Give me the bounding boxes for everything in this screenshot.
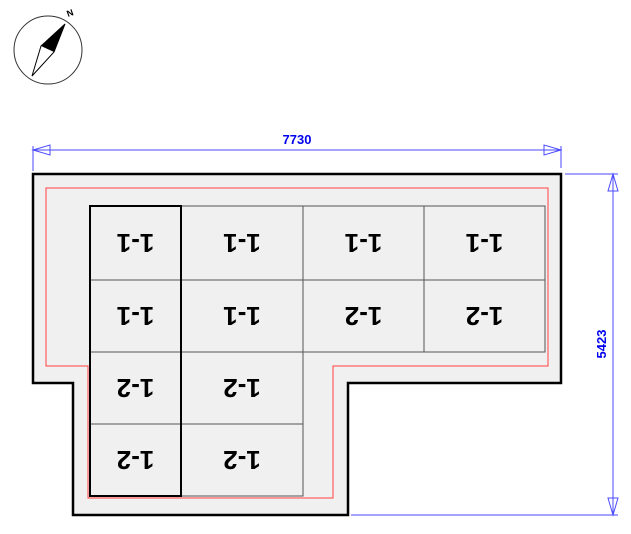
panel-label: 1-1 — [223, 301, 261, 331]
solar-panel — [180, 205, 304, 281]
panel-label: 1-1 — [345, 228, 383, 258]
solar-panel — [423, 279, 546, 353]
panel-label: 1-2 — [117, 373, 155, 403]
panel-label: 1-1 — [223, 228, 261, 258]
solar-panel — [89, 351, 182, 425]
panel-label: 1-2 — [117, 445, 155, 475]
height-dimension — [351, 172, 619, 517]
solar-panel — [180, 279, 304, 353]
width-dimension-label: 7730 — [283, 132, 312, 147]
panel-label: 1-2 — [223, 373, 261, 403]
setback-line — [45, 187, 549, 499]
solar-panel — [89, 205, 182, 281]
panel-label: 1-2 — [466, 301, 504, 331]
north-label: N — [65, 7, 75, 19]
solar-panel — [89, 423, 182, 497]
width-dimension — [31, 144, 563, 171]
solar-panel — [302, 205, 425, 281]
height-dimension-label: 5423 — [594, 330, 609, 359]
solar-panel — [180, 423, 304, 497]
panel-group-highlight — [89, 205, 182, 497]
panel-label: 1-1 — [466, 228, 504, 258]
panel-label: 1-1 — [117, 228, 155, 258]
solar-panel — [302, 279, 425, 353]
panel-label: 1-2 — [223, 445, 261, 475]
compass-icon: N — [13, 7, 83, 85]
panel-label: 1-2 — [345, 301, 383, 331]
panel-label: 1-1 — [117, 301, 155, 331]
panel-array: 1-1 1-1 1-1 1-1 1-1 1-1 1-2 1-2 1-2 1-2 1-2 1-2 — [89, 205, 546, 497]
